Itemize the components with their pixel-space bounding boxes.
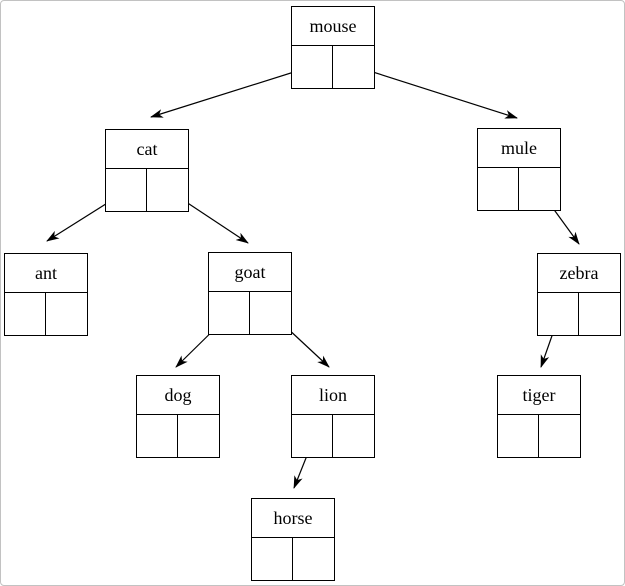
pointer-cells [498, 414, 580, 458]
edge-mouse-cat [150, 65, 314, 118]
pointer-cells [252, 537, 334, 581]
right-pointer-cell [333, 415, 374, 458]
right-pointer-cell [579, 293, 620, 336]
pointer-cells [5, 292, 87, 336]
left-pointer-cell [106, 168, 147, 211]
edge-mouse-mule [353, 65, 518, 119]
node-label: cat [106, 130, 188, 169]
right-pointer-cell [46, 293, 87, 336]
node-horse: horse [251, 498, 335, 581]
right-pointer-cell [539, 415, 580, 458]
right-pointer-cell [250, 292, 291, 335]
node-cat: cat [105, 129, 189, 212]
node-label: zebra [538, 254, 620, 293]
node-zebra: zebra [537, 253, 621, 336]
left-pointer-cell [252, 537, 293, 580]
left-pointer-cell [292, 414, 333, 457]
node-tiger: tiger [497, 375, 581, 458]
right-pointer-cell [519, 168, 560, 211]
node-lion: lion [291, 375, 375, 458]
node-dog: dog [136, 375, 220, 458]
pointer-cells [209, 291, 291, 335]
right-pointer-cell [293, 538, 334, 581]
node-mule: mule [477, 128, 561, 211]
node-ant: ant [4, 253, 88, 336]
left-pointer-cell [538, 292, 579, 335]
pointer-cells [292, 414, 374, 458]
left-pointer-cell [498, 414, 539, 457]
pointer-cells [538, 292, 620, 336]
node-label: dog [137, 376, 219, 415]
right-pointer-cell [333, 46, 374, 89]
node-label: mouse [292, 7, 374, 46]
node-label: goat [209, 253, 291, 292]
node-goat: goat [208, 252, 292, 335]
right-pointer-cell [147, 169, 188, 212]
node-mouse: mouse [291, 6, 375, 89]
left-pointer-cell [5, 292, 46, 335]
left-pointer-cell [478, 167, 519, 210]
pointer-cells [292, 45, 374, 89]
left-pointer-cell [292, 45, 333, 88]
node-label: lion [292, 376, 374, 415]
pointer-cells [137, 414, 219, 458]
node-label: tiger [498, 376, 580, 415]
left-pointer-cell [137, 414, 178, 457]
node-label: horse [252, 499, 334, 538]
pointer-cells [106, 168, 188, 212]
pointer-cells [478, 167, 560, 211]
right-pointer-cell [178, 415, 219, 458]
left-pointer-cell [209, 291, 250, 334]
node-label: mule [478, 129, 560, 168]
node-label: ant [5, 254, 87, 293]
